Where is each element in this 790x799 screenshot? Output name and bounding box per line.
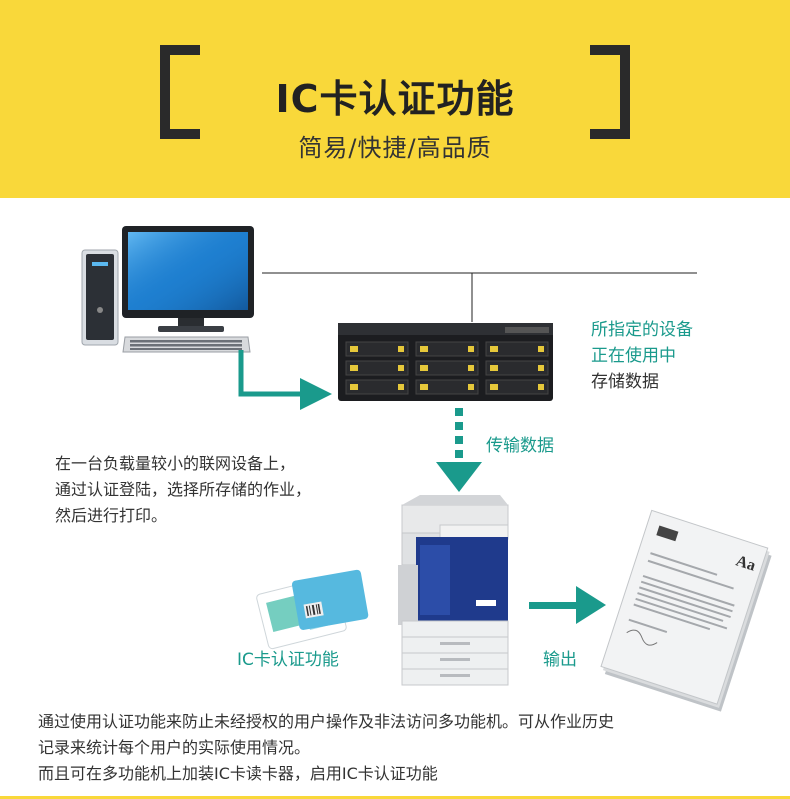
left-note-line2: 通过认证登陆，选择所存储的作业， bbox=[55, 480, 312, 499]
page-title: IC卡认证功能 bbox=[275, 77, 515, 121]
server-icon bbox=[338, 323, 553, 401]
server-status-line1: 所指定的设备 bbox=[591, 320, 693, 340]
title-frame-left bbox=[160, 45, 200, 139]
card-label: IC卡认证功能 bbox=[237, 650, 339, 670]
bottom-rule bbox=[0, 796, 790, 799]
computer-icon bbox=[81, 226, 254, 353]
svg-text:Aa: Aa bbox=[734, 552, 758, 574]
ic-card-icon bbox=[256, 569, 369, 650]
server-status-line3: 存储数据 bbox=[591, 372, 659, 392]
left-note-line1: 在一台负载量较小的联网设备上， bbox=[55, 454, 296, 473]
bottom-text-line1: 通过使用认证功能来防止未经授权的用户操作及非法访问多功能机。可从作业历史 bbox=[38, 712, 615, 731]
header-banner bbox=[0, 0, 790, 198]
printer-icon bbox=[398, 495, 509, 686]
server-status-line2: 正在使用中 bbox=[591, 346, 676, 366]
bottom-text-line2: 记录来统计每个用户的实际使用情况。 bbox=[38, 738, 311, 757]
arrow-down-icon bbox=[436, 408, 482, 492]
output-label: 输出 bbox=[543, 650, 577, 670]
page-subtitle: 简易/快捷/高品质 bbox=[298, 134, 492, 162]
document-stack-icon: Aa bbox=[600, 509, 772, 712]
title-frame-right bbox=[590, 45, 630, 139]
left-note-line3: 然后进行打印。 bbox=[55, 506, 168, 525]
transfer-label: 传输数据 bbox=[486, 436, 554, 456]
bottom-text-line3: 而且可在多功能机上加装IC卡读卡器，启用IC卡认证功能 bbox=[38, 764, 438, 783]
arrow-right-icon bbox=[238, 350, 332, 410]
arrow-right-icon bbox=[529, 586, 606, 624]
